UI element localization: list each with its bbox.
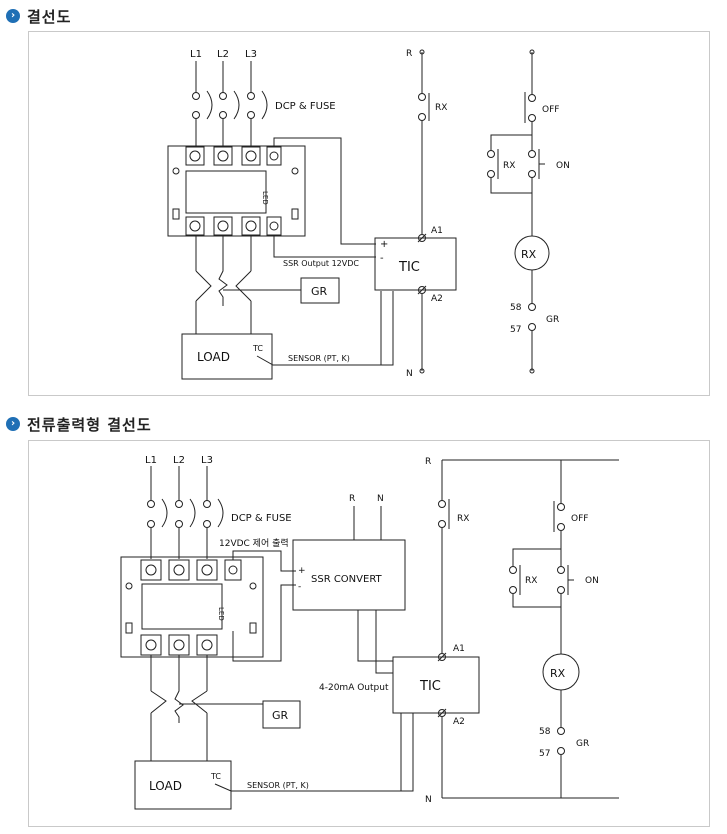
label2-l2: L2: [173, 455, 185, 466]
rails-2: [438, 459, 619, 799]
label-rx-coil: RX: [521, 248, 537, 261]
section1-header: › 결선도: [6, 6, 71, 26]
label-r: R: [406, 49, 412, 59]
label2-r: R: [425, 457, 431, 467]
label2-plus: +: [298, 566, 306, 576]
phase-lines-2: [147, 466, 224, 559]
label2-minus: -: [298, 582, 301, 592]
label-sensor: SENSOR (PT, K): [288, 354, 350, 363]
label2-load: LOAD: [149, 779, 182, 793]
label-load: LOAD: [197, 350, 230, 364]
relay-ladder: [487, 49, 550, 374]
label2-vdc: 12VDC 제어 출력: [219, 537, 289, 549]
label-rx-contact: RX: [435, 103, 447, 113]
label-n: N: [406, 369, 413, 379]
label-tc: TC: [252, 344, 263, 353]
label-l1: L1: [190, 49, 202, 60]
label2-l1: L1: [145, 455, 157, 466]
section2-title: 전류출력형 결선도: [27, 415, 152, 434]
label2-n-top: N: [377, 494, 384, 504]
label2-n: N: [425, 795, 432, 805]
label-ssr-output: SSR Output 12VDC: [283, 259, 359, 268]
label-l2: L2: [217, 49, 229, 60]
ssr-convert-supply: [353, 506, 393, 674]
label-dcp-fuse: DCP & FUSE: [275, 101, 336, 112]
label2-a1: A1: [453, 644, 465, 654]
label2-a2: A2: [453, 717, 465, 727]
tic-terminals-2: [437, 652, 447, 718]
label2-sensor: SENSOR (PT, K): [247, 781, 309, 790]
label-off: OFF: [542, 105, 559, 115]
label-plus: +: [380, 239, 388, 250]
ssr-block-2: LED: [120, 556, 264, 658]
tic-terminals: [417, 233, 427, 295]
ssr-convert-box: [292, 539, 406, 611]
tic-box-2: [392, 656, 480, 714]
sensor-wires-2: [214, 713, 414, 792]
ssr-block: LED: [167, 145, 306, 237]
label2-led: LED: [217, 607, 225, 621]
wiring-diagram-1: L1 L2 L3 DCP & FUSE LED SSR: [167, 49, 570, 380]
wiring-diagram-panel-2: L1 L2 L3 DCP & FUSE 12VDC 제어 출력 LED: [28, 440, 710, 827]
label2-dcp-fuse: DCP & FUSE: [231, 513, 292, 524]
ssr-convert-wires: [150, 550, 296, 761]
chevron-right-icon: ›: [6, 417, 20, 431]
label2-rx-aux: RX: [525, 576, 537, 586]
label-on: ON: [556, 161, 570, 171]
label2-58: 58: [539, 727, 551, 737]
label-minus: -: [380, 253, 384, 264]
sensor-wires: [256, 291, 394, 366]
label2-r-top: R: [349, 494, 355, 504]
label2-l3: L3: [201, 455, 213, 466]
label2-gr-contact: GR: [576, 739, 589, 749]
wiring-diagram-2: L1 L2 L3 DCP & FUSE 12VDC 제어 출력 LED: [120, 455, 619, 810]
label2-on: ON: [585, 576, 599, 586]
label2-57: 57: [539, 749, 550, 759]
label2-rx-contact: RX: [457, 514, 469, 524]
label2-tic: TIC: [419, 679, 441, 694]
gr-box: [300, 277, 340, 304]
label2-off: OFF: [571, 514, 588, 524]
label2-tc: TC: [210, 772, 221, 781]
section2-header: › 전류출력형 결선도: [6, 414, 152, 434]
label-rx-aux: RX: [503, 161, 515, 171]
label-ssr-convert: SSR CONVERT: [311, 574, 383, 585]
chevron-right-icon: ›: [6, 9, 20, 23]
phase-lines: [192, 61, 268, 147]
label-led: LED: [261, 191, 269, 205]
label-gr-box: GR: [311, 285, 328, 298]
control-line-1: [418, 49, 430, 374]
label2-gr-box: GR: [272, 709, 289, 722]
tic-box: [374, 237, 457, 291]
load-box: [181, 333, 273, 380]
section1-title: 결선도: [27, 7, 72, 26]
ssr-output-wires: [195, 137, 376, 334]
gr-box-2: [262, 700, 301, 729]
label-58: 58: [510, 303, 522, 313]
label-a1: A1: [431, 226, 443, 236]
wiring-diagram-panel-1: L1 L2 L3 DCP & FUSE LED SSR: [28, 31, 710, 396]
label2-output: 4-20mA Output: [319, 683, 389, 693]
label-tic: TIC: [398, 260, 420, 275]
load-box-2: [134, 760, 232, 810]
label-gr-contact: GR: [546, 315, 559, 325]
label2-rx-coil: RX: [550, 667, 566, 680]
label-l3: L3: [245, 49, 257, 60]
label-a2: A2: [431, 294, 443, 304]
label-57: 57: [510, 325, 521, 335]
